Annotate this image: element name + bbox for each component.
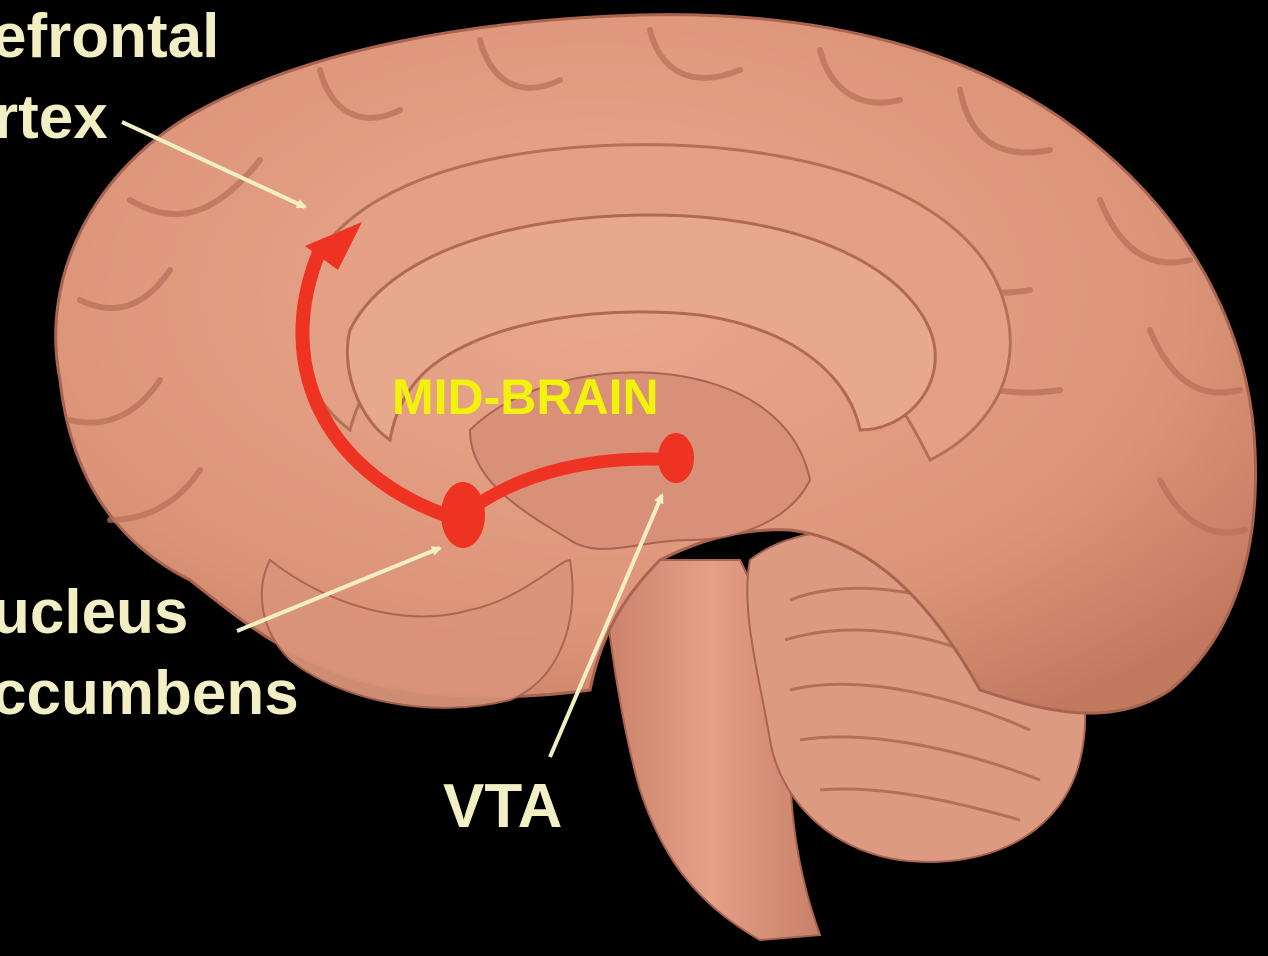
label-vta: VTA <box>443 772 562 841</box>
label-midbrain: MID-BRAIN <box>392 369 659 425</box>
label-prefrontal-line1: efrontal <box>0 2 219 71</box>
vta-node <box>658 433 694 483</box>
label-nucleus-line2: ccumbens <box>0 659 299 728</box>
label-nucleus-line1: ucleus <box>0 578 188 647</box>
nucleus-accumbens-node <box>441 482 485 548</box>
label-prefrontal-line2: rtex <box>0 83 108 152</box>
